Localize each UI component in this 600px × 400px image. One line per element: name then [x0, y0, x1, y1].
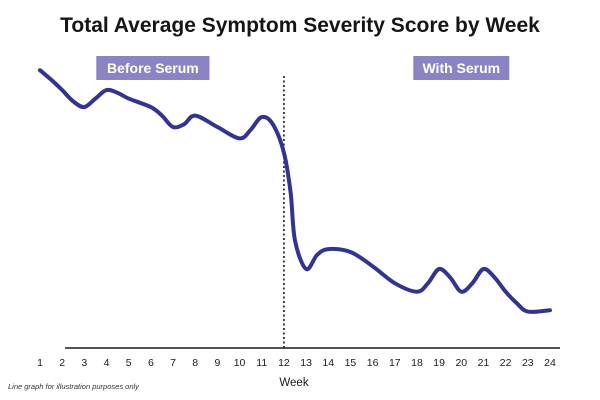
x-tick-label: 22 [500, 357, 512, 369]
x-tick-label: 21 [478, 357, 490, 369]
x-tick-label: 11 [256, 357, 267, 369]
x-tick-label: 24 [544, 357, 556, 369]
x-tick-label: 10 [234, 357, 246, 369]
phase-label: With Serum [413, 56, 510, 80]
x-tick-label: 13 [300, 357, 312, 369]
x-axis-label: Week [279, 377, 308, 389]
x-tick-label: 12 [278, 357, 290, 369]
footnote: Line graph for illustration purposes onl… [8, 382, 139, 391]
phase-label-text: Before Serum [107, 60, 199, 76]
series-layer [38, 68, 552, 314]
x-tick-label: 3 [81, 357, 87, 369]
phase-label-box [413, 56, 510, 80]
x-tick-label: 23 [522, 357, 534, 369]
x-tick-label: 19 [433, 357, 445, 369]
x-tick-label: 9 [214, 357, 220, 369]
phase-label-text: With Serum [422, 60, 500, 76]
x-tick-label: 7 [170, 357, 176, 369]
symptom-severity-line [38, 68, 552, 314]
x-tick-label: 18 [411, 357, 423, 369]
phase-label: Before Serum [96, 56, 210, 80]
phase-labels: Before Serum With Serum [96, 56, 510, 80]
x-tick-label: 6 [148, 357, 154, 369]
x-tick-label: 1 [37, 357, 43, 369]
x-tick-label: 15 [345, 357, 357, 369]
chart-title: Total Average Symptom Severity Score by … [60, 14, 540, 37]
phase-label-box [96, 56, 210, 80]
x-tick-label: 20 [455, 357, 467, 369]
x-tick-label: 17 [389, 357, 401, 369]
x-tick-label: 8 [192, 357, 198, 369]
x-tick-label: 2 [59, 357, 65, 369]
x-tick-label: 5 [126, 357, 132, 369]
x-tick-label: 4 [104, 357, 110, 369]
x-tick-label: 14 [322, 357, 334, 369]
x-tick-label: 16 [367, 357, 379, 369]
